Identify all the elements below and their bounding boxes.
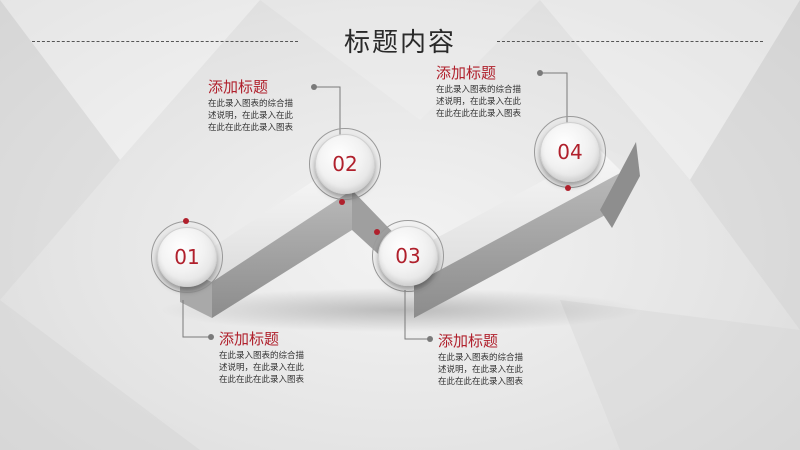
- step-02-accent-dot: [339, 199, 345, 205]
- step-04-desc-line: 述说明，在此录入在此: [436, 97, 522, 107]
- connector-02: [315, 86, 341, 142]
- step-01-title: 添加标题: [219, 330, 280, 348]
- step-04-text-block: 添加标题 在此录入图表的综合描 述说明，在此录入在此 在此在此在此录入图表: [436, 64, 546, 120]
- step-02-desc: 在此录入图表的综合描 述说明，在此录入在此 在此在此在此录入图表: [208, 98, 318, 134]
- step-02-circle: 02: [315, 134, 375, 194]
- step-03-desc: 在此录入图表的综合描 述说明，在此录入在此 在此在此在此录入图表: [438, 352, 548, 388]
- step-02-ring: [309, 128, 381, 200]
- step-04-desc-line: 在此在此在此录入图表: [436, 109, 522, 119]
- page-title: 标题内容: [343, 28, 456, 58]
- step-04-circle: 04: [540, 122, 600, 182]
- step-04-desc-line: 在此录入图表的综合描: [436, 85, 522, 95]
- arrow-head-top: [575, 135, 636, 210]
- step-01-circle: 01: [157, 227, 217, 287]
- step-01-desc-line: 在此在此在此录入图表: [219, 375, 305, 385]
- step-03-title: 添加标题: [438, 332, 499, 350]
- step-01-desc: 在此录入图表的综合描 述说明，在此录入在此 在此在此在此录入图表: [219, 350, 329, 386]
- floor-shadow: [160, 288, 640, 332]
- step-01-accent-dot: [183, 218, 189, 224]
- connector-04-dot: [537, 70, 543, 76]
- step-02-title: 添加标题: [208, 78, 269, 96]
- step-04-desc: 在此录入图表的综合描 述说明，在此录入在此 在此在此在此录入图表: [436, 84, 546, 120]
- step-04-accent-dot: [565, 185, 571, 191]
- step-03-desc-line: 在此在此在此录入图表: [438, 377, 524, 387]
- step-03-ring: [372, 220, 444, 292]
- connector-02-dot: [311, 84, 317, 90]
- connector-01: [182, 300, 212, 338]
- step-03-circle: 03: [378, 226, 438, 286]
- step-04-title: 添加标题: [436, 64, 497, 82]
- title-divider-left: [32, 41, 298, 42]
- connector-03-dot: [427, 336, 433, 342]
- arrow-segment-3-side: [414, 172, 622, 318]
- arrow-segment-1-top: [190, 170, 352, 282]
- connector-01-dot: [208, 334, 214, 340]
- step-02-text-block: 添加标题 在此录入图表的综合描 述说明，在此录入在此 在此在此在此录入图表: [208, 78, 318, 134]
- step-02-desc-line: 在此在此在此录入图表: [208, 123, 294, 133]
- arrow-head-side: [600, 142, 640, 228]
- connector-04: [540, 72, 568, 126]
- step-02-desc-line: 在此录入图表的综合描: [208, 99, 294, 109]
- step-04-number: 04: [557, 140, 583, 164]
- step-01-desc-line: 述说明，在此录入在此: [219, 363, 305, 373]
- step-01-desc-line: 在此录入图表的综合描: [219, 351, 305, 361]
- step-03-accent-dot: [374, 229, 380, 235]
- step-03-desc-line: 在此录入图表的综合描: [438, 353, 524, 363]
- step-01-text-block: 添加标题 在此录入图表的综合描 述说明，在此录入在此 在此在此在此录入图表: [219, 330, 329, 386]
- step-01-number: 01: [174, 245, 200, 269]
- step-02-number: 02: [332, 152, 358, 176]
- arrow-segment-1-side: [212, 190, 352, 318]
- step-02-desc-line: 述说明，在此录入在此: [208, 111, 294, 121]
- step-03-desc-line: 述说明，在此录入在此: [438, 365, 524, 375]
- step-03-text-block: 添加标题 在此录入图表的综合描 述说明，在此录入在此 在此在此在此录入图表: [438, 332, 548, 388]
- step-03-number: 03: [395, 244, 421, 268]
- connector-03: [404, 290, 430, 340]
- title-divider-right: [497, 41, 763, 42]
